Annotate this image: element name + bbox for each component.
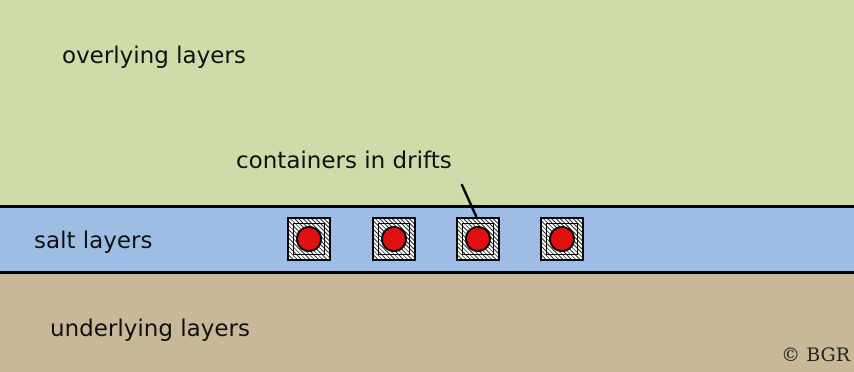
overlying-layer xyxy=(0,0,854,207)
copyright-notice: © BGR xyxy=(781,344,850,366)
container-drift-1 xyxy=(287,217,331,261)
container-drift-4 xyxy=(540,217,584,261)
underlying-layer xyxy=(0,273,854,372)
canister-1 xyxy=(296,226,322,252)
salt-layers-label: salt layers xyxy=(34,228,153,254)
canister-4 xyxy=(549,226,575,252)
upper-boundary-line xyxy=(0,205,854,208)
container-drift-2 xyxy=(372,217,416,261)
lower-boundary-line xyxy=(0,271,854,274)
containers-in-drifts-label: containers in drifts xyxy=(236,148,452,174)
salt-layer xyxy=(0,207,854,273)
underlying-layers-label: underlying layers xyxy=(50,316,250,342)
overlying-layers-label: overlying layers xyxy=(62,43,246,69)
container-drift-3 xyxy=(456,217,500,261)
canister-2 xyxy=(381,226,407,252)
canister-3 xyxy=(465,226,491,252)
